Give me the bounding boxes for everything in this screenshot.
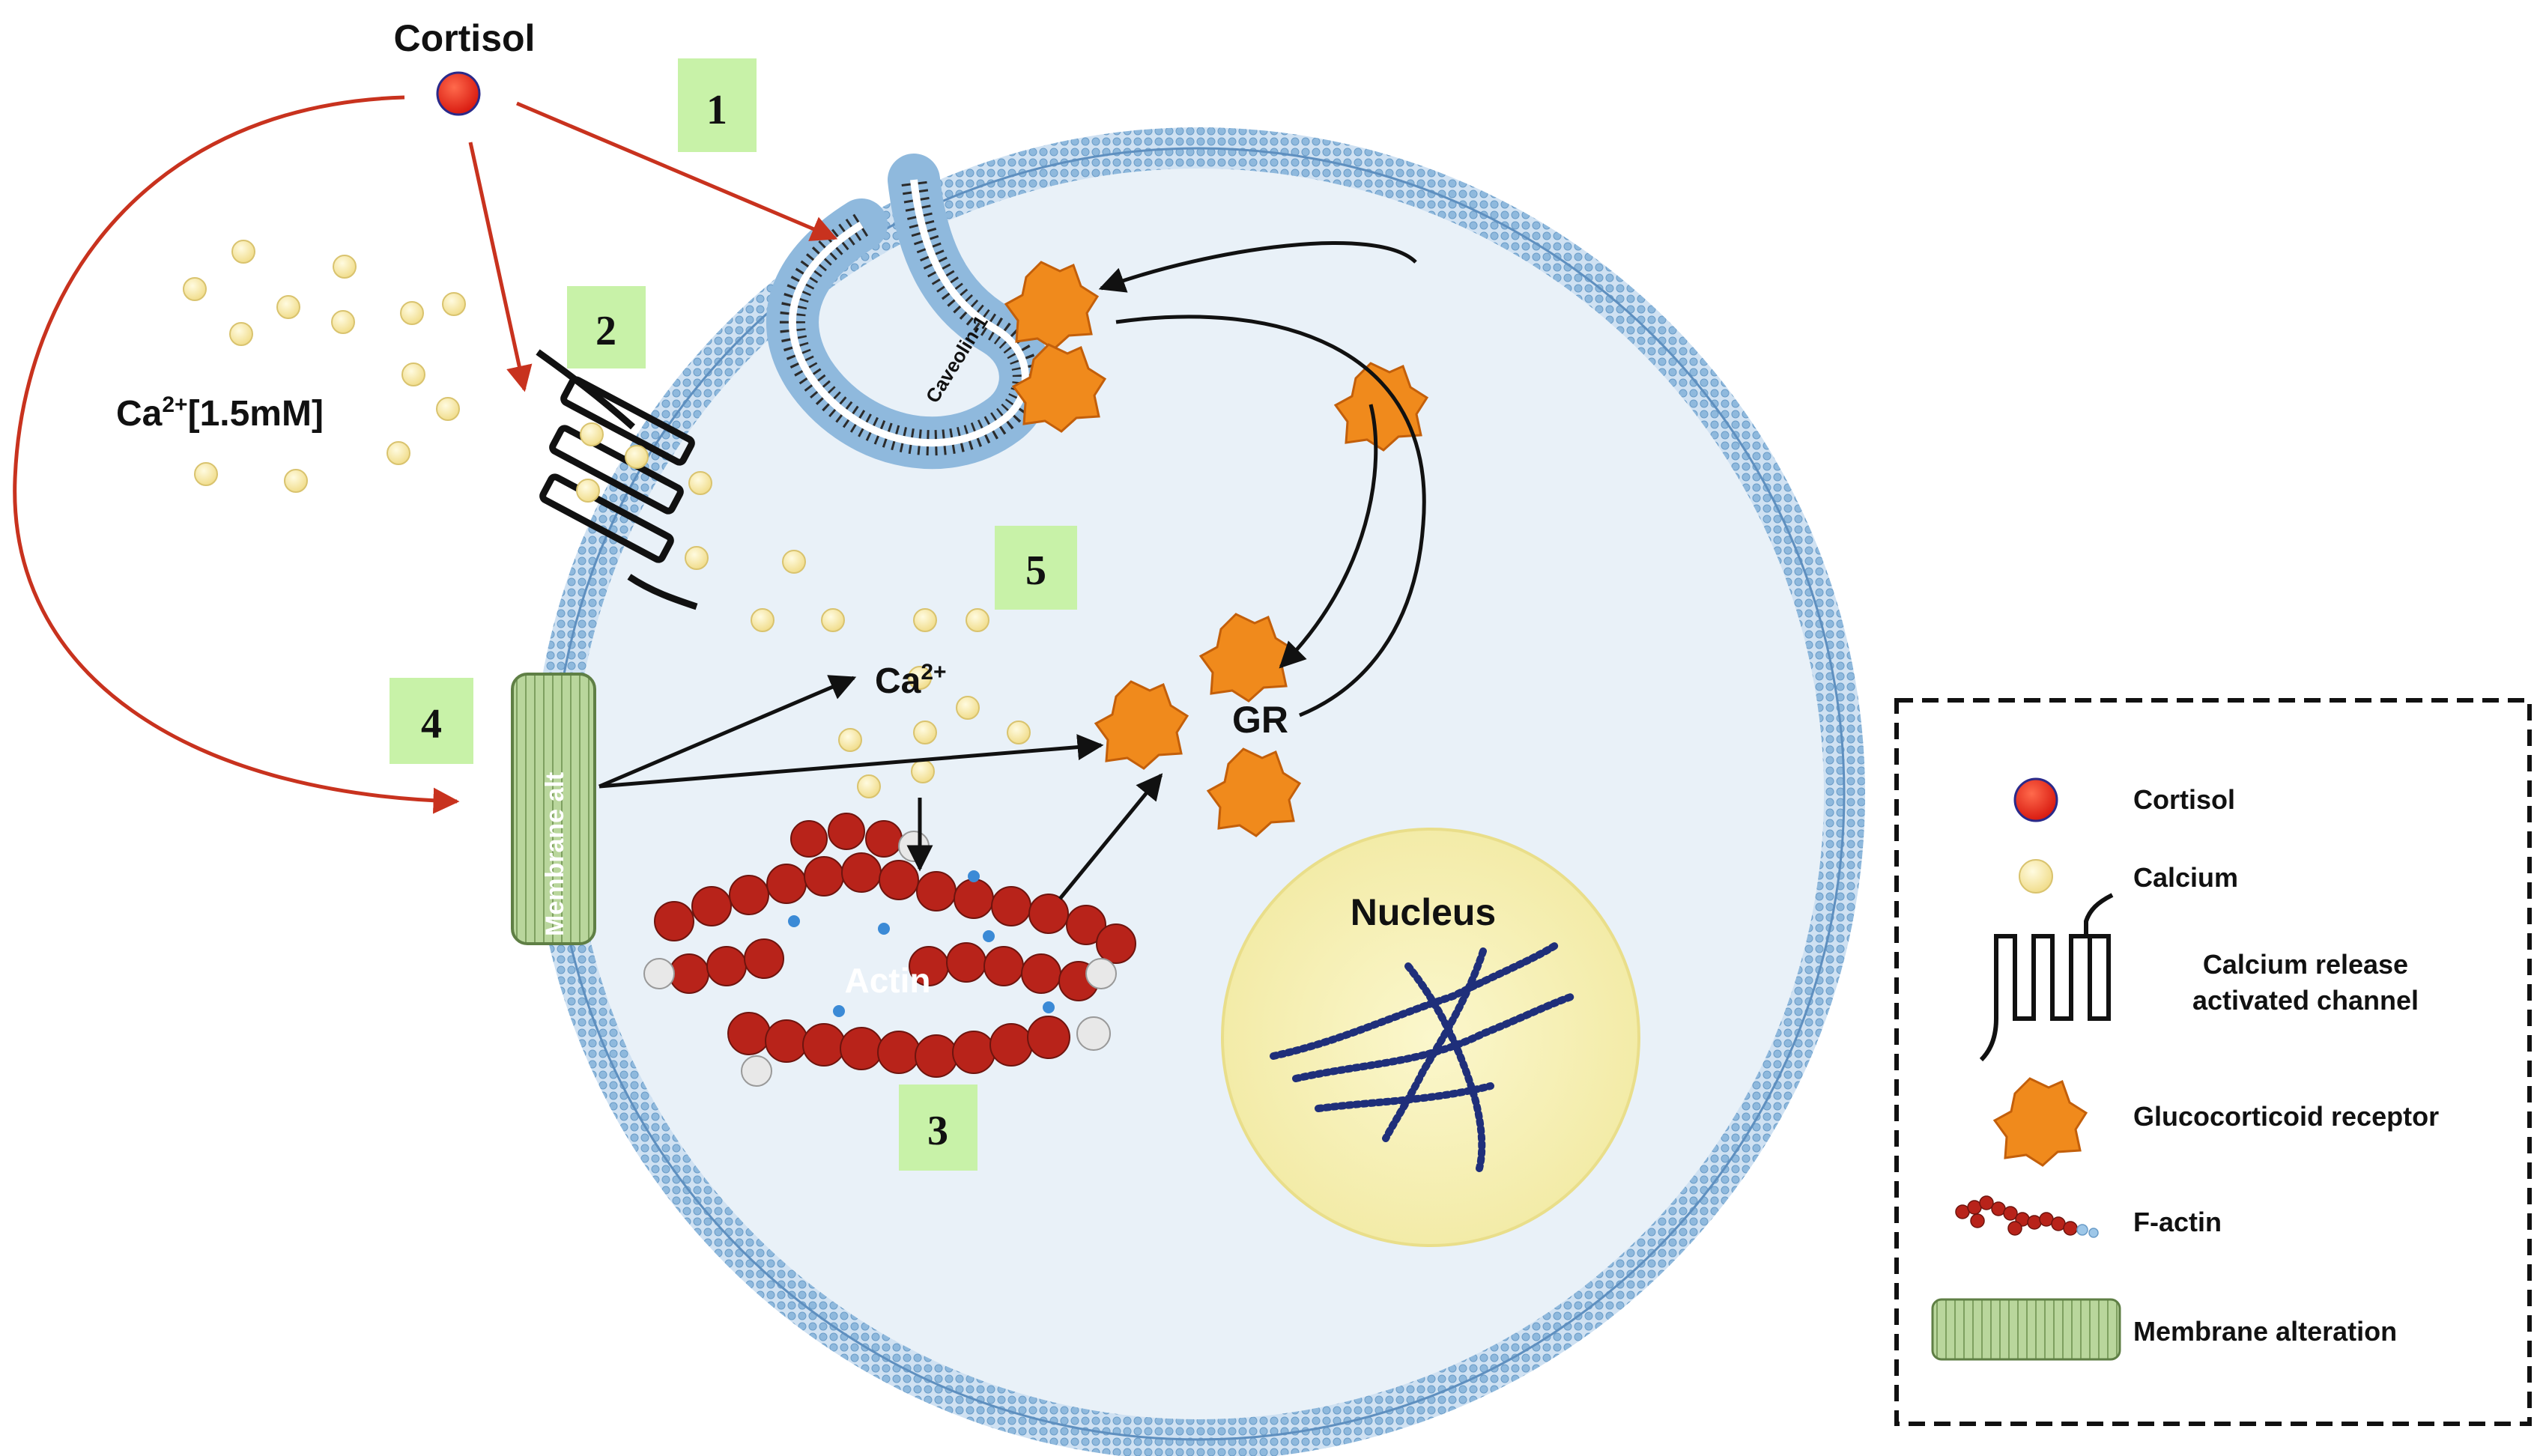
calcium-outside-label: Ca2+[1.5mM] xyxy=(116,392,324,434)
step-box-3: 3 xyxy=(899,1085,977,1171)
arrow-actin-to-gr xyxy=(1058,773,1163,900)
arrow-gr-to-caveolin xyxy=(1098,241,1417,293)
cortisol-arrows xyxy=(13,95,838,814)
arrow-membrane-to-ca xyxy=(598,675,857,789)
receptor-4 xyxy=(1198,613,1294,703)
legend-label-receptor: Glucocorticoid receptor xyxy=(2133,1101,2439,1132)
calcium-channel xyxy=(536,349,698,610)
legend-item-factin: F-actin xyxy=(1955,1195,2222,1238)
svg-text:4: 4 xyxy=(421,701,442,747)
step-boxes: 1 2 3 4 5 xyxy=(390,58,1077,1171)
cortisol-molecule xyxy=(436,71,481,116)
receptor-5 xyxy=(1094,680,1189,770)
arrow-to-channel xyxy=(468,142,533,392)
receptor-3 xyxy=(1333,362,1429,452)
legend: Cortisol Calcium Calcium release activat… xyxy=(1894,698,2532,1426)
step-box-1: 1 xyxy=(678,58,757,152)
svg-text:1: 1 xyxy=(706,87,727,133)
legend-item-receptor: Glucocorticoid receptor xyxy=(1992,1077,2439,1167)
cell-interior xyxy=(573,169,1824,1419)
nucleus-label: Nucleus xyxy=(1351,891,1497,933)
legend-label-cortisol: Cortisol xyxy=(2133,784,2235,815)
gr-label: GR xyxy=(1232,699,1288,741)
glucocorticoid-receptors xyxy=(1004,261,1429,837)
actin-cluster: Actin xyxy=(643,813,1136,1087)
arrow-caveolin-to-gr-inner xyxy=(1279,404,1378,669)
receptor-2 xyxy=(1011,343,1107,433)
legend-item-calcium: Calcium xyxy=(2019,859,2238,894)
legend-item-cortisol: Cortisol xyxy=(2013,777,2235,822)
cortisol-icon xyxy=(2013,777,2058,822)
membrane-alteration-icon xyxy=(1931,1298,2121,1361)
step-box-2: 2 xyxy=(567,286,646,368)
receptor-6 xyxy=(1206,747,1302,837)
arrow-membrane-to-gr xyxy=(598,734,1104,789)
actin-label: Actin xyxy=(845,961,931,1000)
legend-item-channel: Calcium release activated channel xyxy=(1979,893,2419,1062)
legend-label-calcium: Calcium xyxy=(2133,862,2238,893)
svg-text:5: 5 xyxy=(1025,547,1046,594)
cortisol-label: Cortisol xyxy=(394,17,536,59)
legend-label-factin: F-actin xyxy=(2133,1207,2222,1237)
calcium-inside-label: Ca2+ xyxy=(875,660,947,701)
pathway-arrows xyxy=(598,241,1426,900)
legend-label-membrane-alteration: Membrane alteration xyxy=(2133,1316,2397,1347)
receptor-1 xyxy=(1004,261,1100,351)
calcium-channel-icon xyxy=(1979,893,2114,1062)
membrane-alteration-label: Membrane alt xyxy=(541,772,569,936)
membrane-alteration-patch: Membrane alt xyxy=(511,673,596,945)
legend-label-channel-line2: activated channel xyxy=(2192,985,2419,1016)
legend-label-channel-line1: Calcium release xyxy=(2203,949,2408,980)
legend-item-membrane-alteration: Membrane alteration xyxy=(1931,1298,2397,1361)
arrow-caveolin-to-gr-outer xyxy=(1115,315,1426,718)
calcium-outside xyxy=(183,240,466,493)
calcium-icon xyxy=(2019,859,2053,894)
f-actin-icon xyxy=(1955,1195,2099,1238)
svg-text:3: 3 xyxy=(927,1108,948,1154)
cell xyxy=(532,127,1865,1456)
calcium-inside xyxy=(576,422,1031,798)
dna-strands xyxy=(1270,940,1577,1172)
step-box-5: 5 xyxy=(995,526,1077,610)
arrow-to-membrane xyxy=(13,95,460,814)
nucleus: Nucleus xyxy=(1221,828,1640,1247)
glucocorticoid-receptor-icon xyxy=(1992,1077,2088,1167)
arrow-to-caveolin xyxy=(516,101,838,241)
step-box-4: 4 xyxy=(390,678,473,764)
svg-text:2: 2 xyxy=(595,308,616,354)
